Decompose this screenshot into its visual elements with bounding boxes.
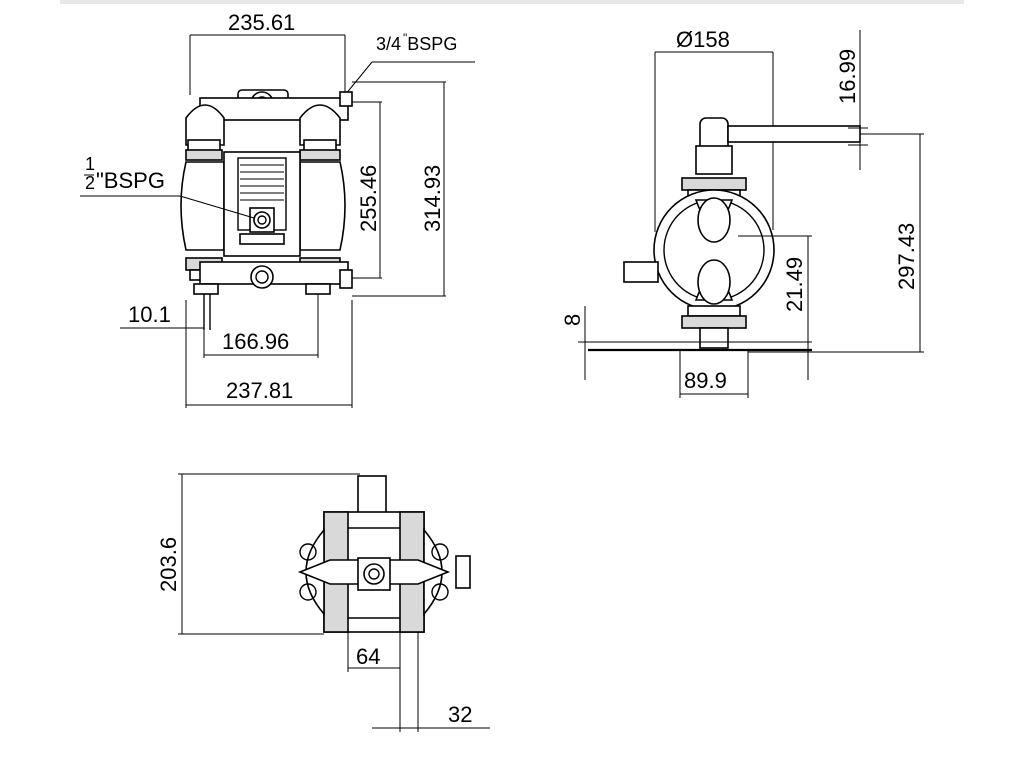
dim-height-inner: 255.46: [356, 165, 381, 232]
dim-height-total: 314.93: [420, 165, 445, 232]
dim-base-height: 8: [560, 314, 585, 326]
side-view: Ø158 16.99 297.43: [560, 27, 924, 398]
dim-inlet-height: 21.49: [782, 257, 807, 312]
dim-center-64: 64: [356, 644, 380, 669]
dim-height-side: 297.43: [894, 223, 919, 290]
dim-depth: 203.6: [156, 537, 181, 592]
dim-foot-spacing: 166.96: [222, 329, 289, 354]
dim-width-32: 32: [448, 702, 472, 727]
top-view: 203.6 64 32: [156, 473, 490, 732]
dim-base-width: 89.9: [684, 368, 727, 393]
dim-offset-top-side: 16.99: [835, 49, 860, 104]
top-border-rule: [60, 0, 964, 4]
dim-inlet-frac-num: 1: [85, 154, 95, 174]
dim-diameter: Ø158: [676, 27, 730, 52]
dim-inlet-frac-den: 2: [85, 173, 95, 193]
dim-offset-left: 10.1: [128, 302, 171, 327]
front-view: 235.61 3/4"BSPG: [80, 10, 475, 408]
dim-inlet-port: "BSPG: [96, 168, 165, 193]
dim-width-top: 235.61: [228, 10, 295, 35]
dim-width-bottom: 237.81: [226, 378, 293, 403]
dim-outlet-port: 3/4"BSPG: [376, 31, 457, 54]
